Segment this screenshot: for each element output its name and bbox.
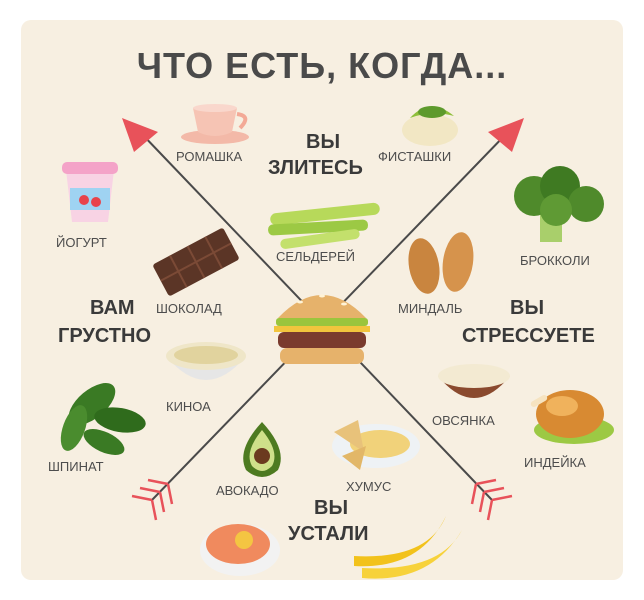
label-pistachios: ФИСТАШКИ [378,149,452,164]
label-celery: СЕЛЬДЕРЕЙ [276,249,355,264]
page-title: ЧТО ЕСТЬ, КОГДА... [136,45,508,86]
label-chocolate: ШОКОЛАД [156,301,222,316]
celery-icon [268,202,380,249]
hummus-icon [332,420,420,470]
mood-stressed-line2: СТРЕССУЕТЕ [462,325,595,347]
label-quinoa: КИНОА [166,399,211,414]
turkey-icon [530,390,614,444]
mood-sad-line1: ВАМ [90,297,135,319]
arrow-head-tr [488,118,524,152]
arrow-head-tl [122,118,158,152]
spinach-icon [60,383,146,455]
burger-icon [274,294,370,364]
chocolate-icon [153,228,239,296]
arrow-fletching-br [470,478,513,521]
mood-tired-line2: УСТАЛИ [288,523,369,545]
mood-stressed-line1: ВЫ [510,297,545,319]
mood-sad-line2: ГРУСТНО [58,325,152,347]
label-almonds: МИНДАЛЬ [398,301,463,316]
label-broccoli: БРОККОЛИ [520,253,590,268]
label-oatmeal: ОВСЯНКА [432,413,495,428]
avocado-icon [243,422,281,477]
quinoa-icon [166,342,246,380]
label-chamomile: РОМАШКА [176,149,243,164]
label-turkey: ИНДЕЙКА [524,455,586,470]
label-avocado: АВОКАДО [216,483,279,498]
tea-cup-icon [181,104,249,144]
almond-icon [408,232,474,294]
salmon-icon [200,524,280,576]
mood-tired-line1: ВЫ [314,497,349,519]
arrow-fletching-bl [131,478,174,521]
mood-angry-line2: ЗЛИТЕСЬ [268,157,363,179]
label-yogurt: ЙОГУРТ [56,235,107,250]
broccoli-icon [514,166,604,242]
oatmeal-icon [438,364,510,398]
yogurt-icon [62,162,118,222]
label-hummus: ХУМУС [346,479,392,494]
pistachio-icon [402,106,458,146]
banana-icon [354,516,462,579]
label-spinach: ШПИНАТ [48,459,104,474]
mood-angry-line1: ВЫ [306,131,341,153]
